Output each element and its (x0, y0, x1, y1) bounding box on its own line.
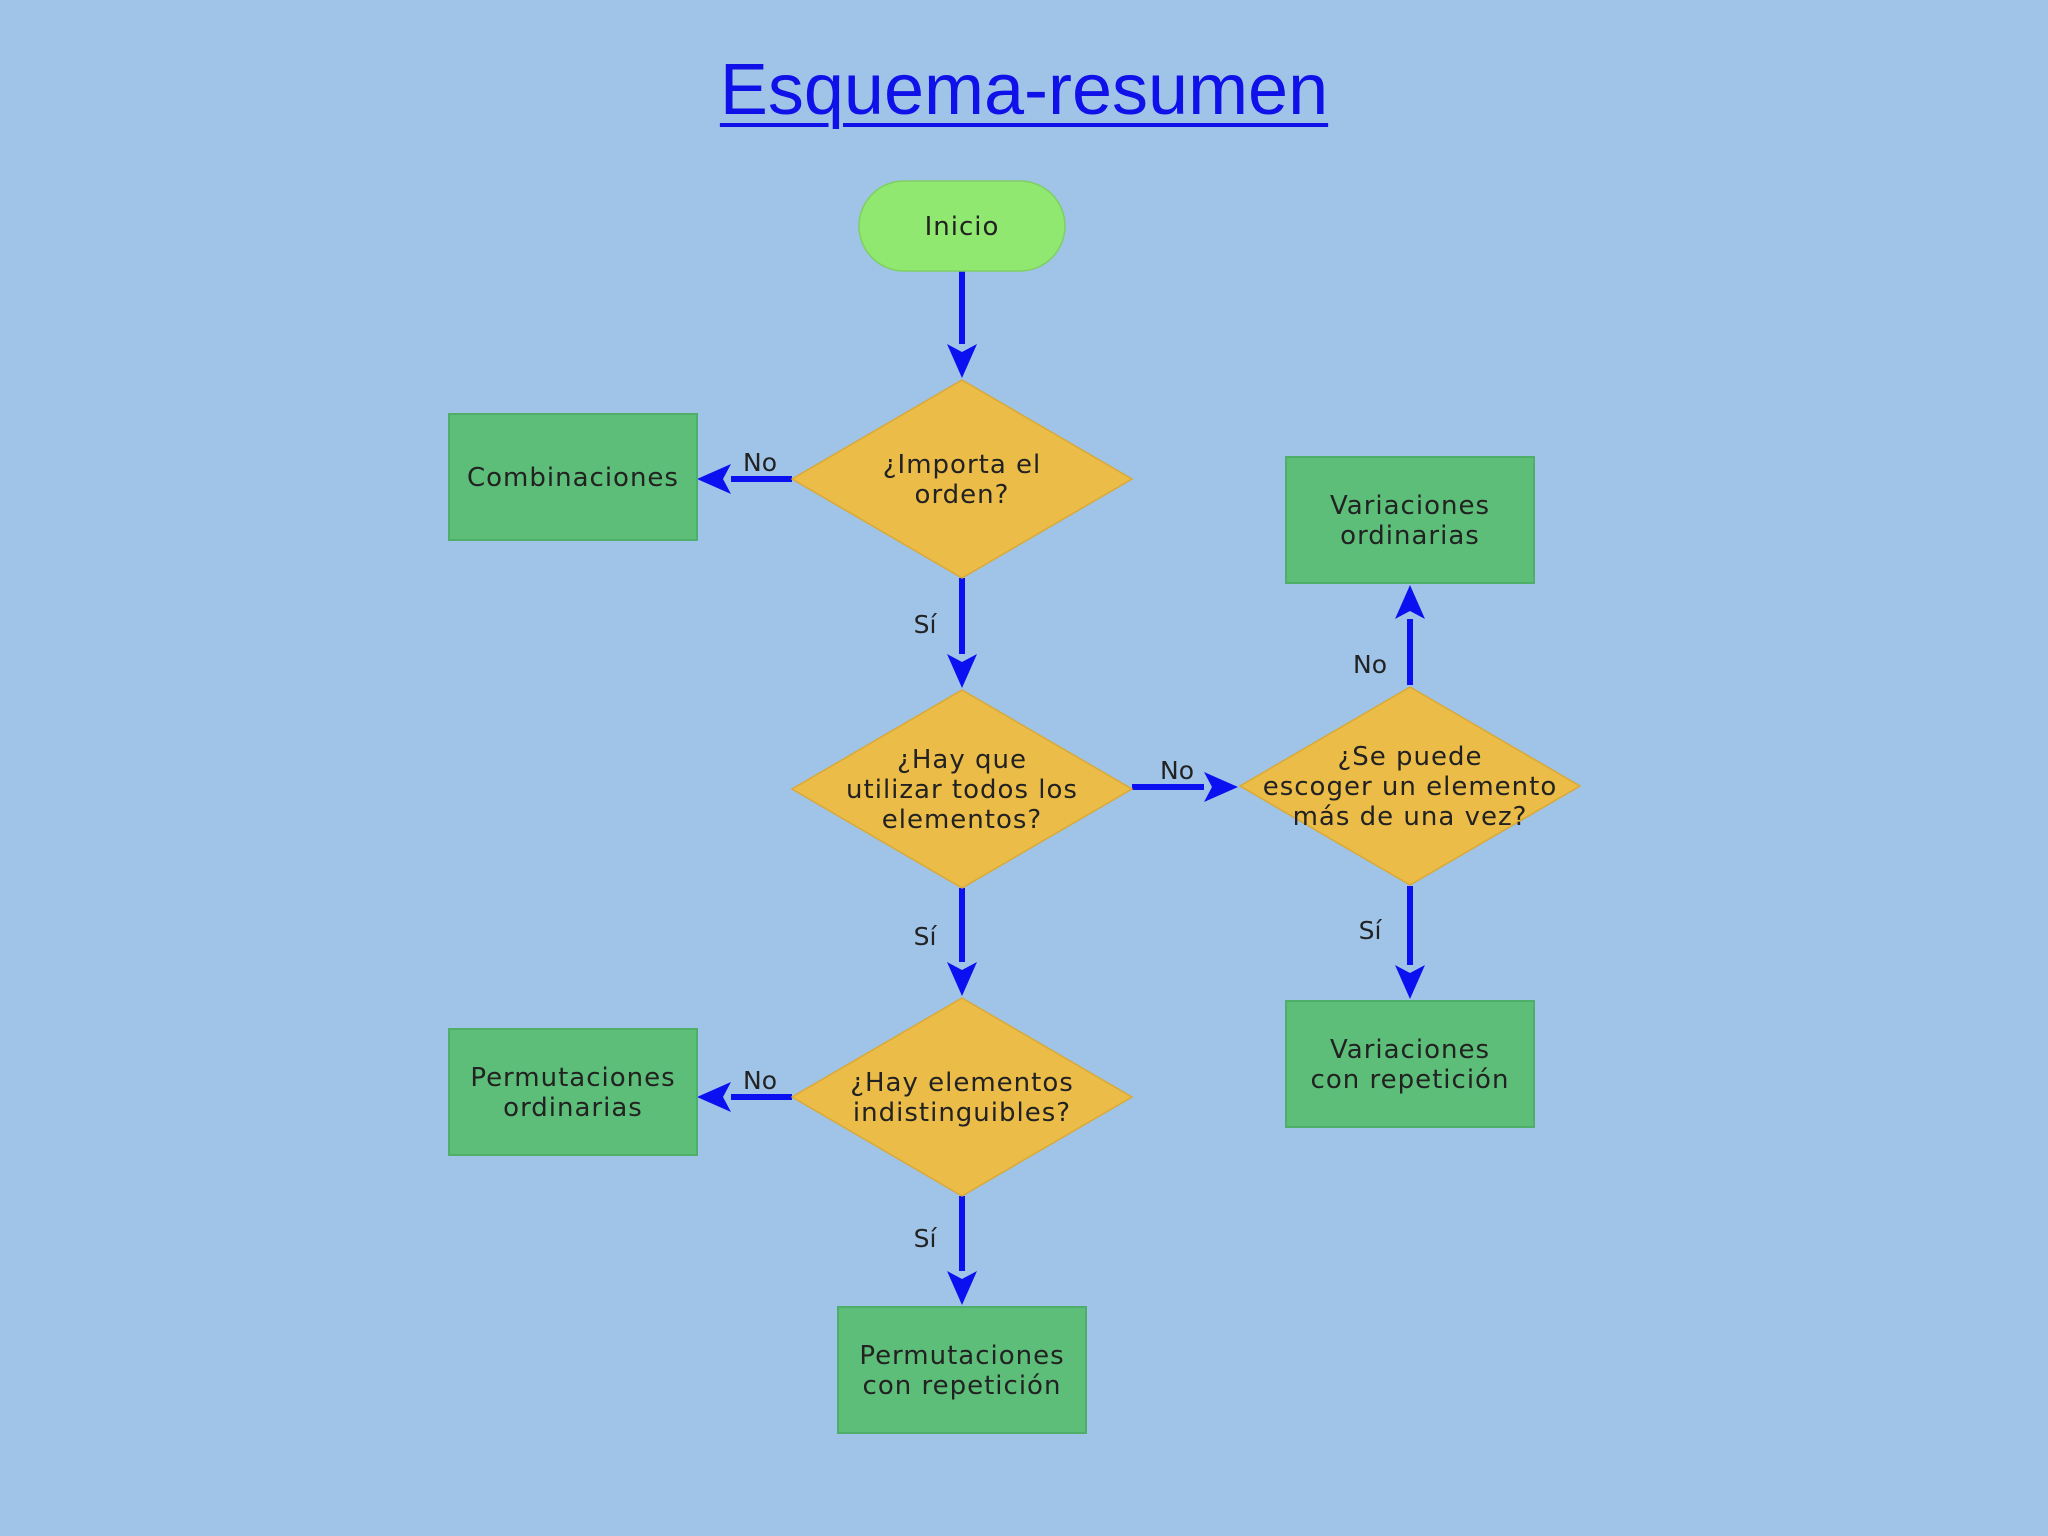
node-text-line: Variaciones (1330, 1035, 1490, 1065)
edge-importa-orden-to-combinaciones: No (697, 448, 792, 494)
edge-label: Sí (914, 1224, 938, 1253)
arrowhead (947, 654, 977, 688)
edge-label: No (743, 1066, 777, 1095)
edge-importa-orden-to-todos-elementos: Sí (914, 578, 977, 688)
node-text-line: más de una vez? (1293, 802, 1528, 832)
arrowhead (947, 344, 977, 378)
node-text-line: Inicio (925, 212, 1000, 242)
outcome-box (1285, 456, 1535, 584)
arrowhead (1395, 965, 1425, 999)
outcome-box (448, 413, 698, 541)
edge-escoger-mas-vez-to-variaciones-repeticion: Sí (1359, 886, 1425, 999)
edge-inicio-to-importa-orden (947, 271, 977, 378)
node-text-line: Combinaciones (467, 463, 679, 493)
edge-indistinguibles-to-permutaciones-repeticion: Sí (914, 1196, 977, 1305)
node-text-line: indistinguibles? (853, 1098, 1071, 1128)
arrowhead (697, 1082, 731, 1112)
edge-label: No (1160, 756, 1194, 785)
arrowhead (1204, 772, 1238, 802)
node-text-line: ¿Se puede (1337, 742, 1482, 772)
edge-todos-elementos-to-indistinguibles: Sí (914, 888, 977, 996)
terminal-shape (858, 180, 1066, 272)
node-text-line: Permutaciones (859, 1341, 1064, 1371)
node-inicio: Inicio (858, 180, 1066, 272)
arrowhead (947, 962, 977, 996)
outcome-box (448, 1028, 698, 1156)
node-text-line: ordinarias (1340, 521, 1480, 551)
node-combinaciones: Combinaciones (448, 413, 698, 541)
node-text-line: ordinarias (503, 1093, 643, 1123)
node-text-line: con repetición (1311, 1065, 1510, 1095)
decision-diamond (1238, 686, 1582, 886)
arrowhead (1395, 585, 1425, 619)
edge-indistinguibles-to-permutaciones-ordinarias: No (697, 1066, 792, 1112)
edge-label: No (1353, 650, 1387, 679)
node-text-line: Permutaciones (470, 1063, 675, 1093)
node-text-line: elementos? (882, 805, 1042, 835)
node-text-line: escoger un elemento (1263, 772, 1558, 802)
node-text-line: Variaciones (1330, 491, 1490, 521)
edge-escoger-mas-vez-to-variaciones-ordinarias: No (1353, 585, 1425, 685)
slide-title[interactable]: Esquema-resumen (719, 50, 1329, 130)
decision-diamond (790, 997, 1134, 1197)
node-text-line: utilizar todos los (846, 775, 1078, 805)
decision-diamond (790, 689, 1134, 889)
edge-todos-elementos-to-escoger-mas-vez: No (1132, 756, 1238, 802)
arrowhead (697, 464, 731, 494)
edge-label: Sí (914, 610, 938, 639)
edge-label: Sí (1359, 916, 1383, 945)
decision-diamond (790, 379, 1134, 579)
node-text-line: ¿Hay elementos (850, 1068, 1074, 1098)
node-text-line: ¿Hay que (897, 745, 1027, 775)
arrowhead (947, 1271, 977, 1305)
node-text-line: ¿Importa el (883, 450, 1042, 480)
outcome-box (1285, 1000, 1535, 1128)
outcome-box (837, 1306, 1087, 1434)
node-text-line: con repetición (863, 1371, 1062, 1401)
node-text-line: orden? (915, 480, 1010, 510)
edge-label: No (743, 448, 777, 477)
edge-label: Sí (914, 922, 938, 951)
